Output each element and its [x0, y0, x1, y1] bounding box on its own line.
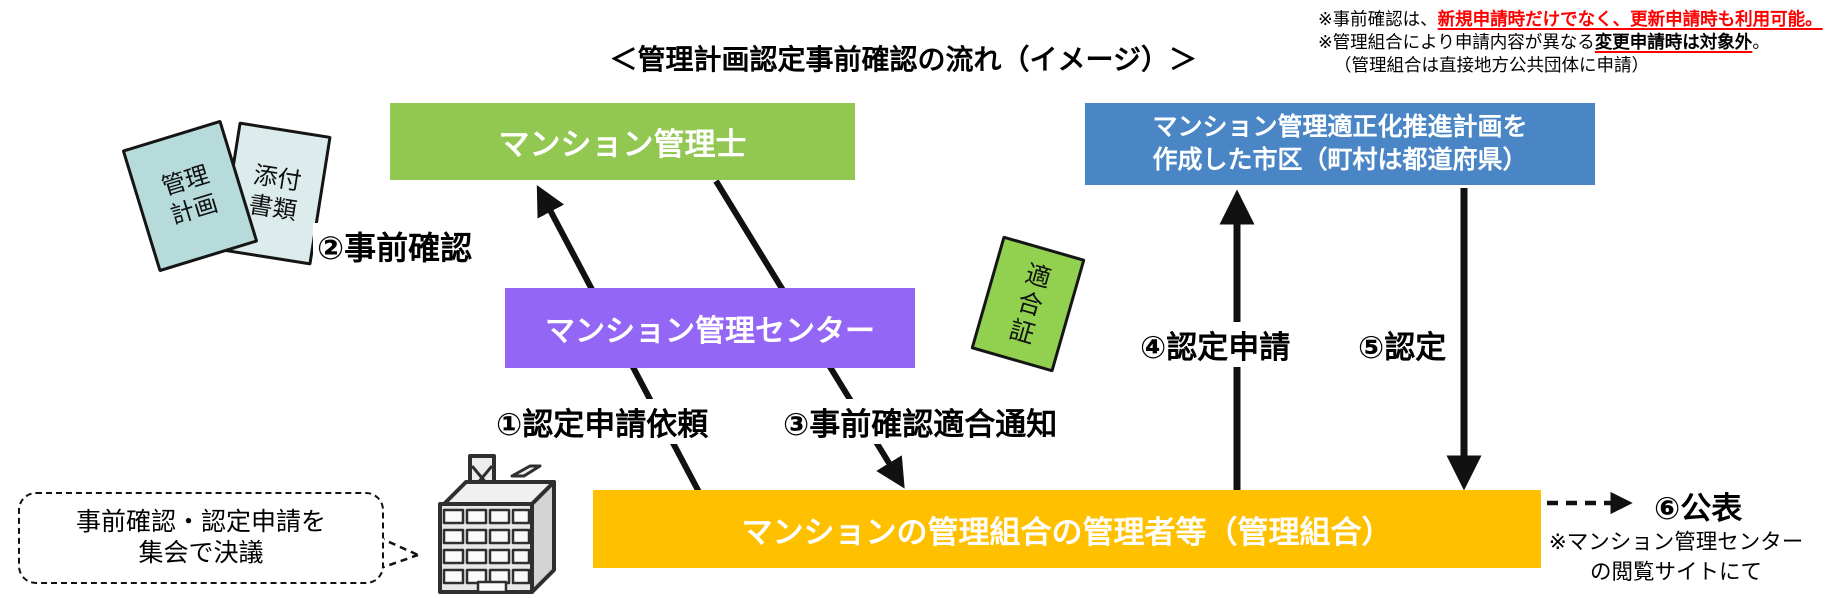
- attachment-doc-line2: 書類: [246, 190, 299, 225]
- publication-footnote: ※マンション管理センター の閲覧サイトにて: [1520, 527, 1831, 587]
- step6-label: ⑥公表: [1650, 483, 1747, 528]
- publication-footnote-line2: の閲覧サイトにて: [1589, 560, 1762, 584]
- box-city-government: マンション管理適正化推進計画を 作成した市区（町村は都道府県）: [1085, 103, 1595, 185]
- box-management-center-label: マンション管理センター: [545, 315, 875, 348]
- step2-label: ②事前確認: [313, 223, 477, 269]
- page-title: ＜管理計画認定事前確認の流れ（イメージ）＞: [609, 44, 1197, 75]
- note-line1-prefix: ※事前確認は、: [1318, 9, 1438, 29]
- note-line2-suffix: 。: [1752, 32, 1770, 52]
- box-mansion-manager-label: マンション管理士: [498, 127, 747, 162]
- building-icon: [438, 454, 556, 594]
- note-line1-highlight: 新規申請時だけでなく、更新申請時も利用可能。: [1437, 9, 1823, 29]
- step1-label: ①認定申請依頼: [492, 399, 713, 444]
- box-city-label-line2: 作成した市区（町村は都道府県）: [1152, 146, 1528, 174]
- step4-label: ④認定申請: [1136, 322, 1295, 367]
- step3-label: ③事前確認適合通知: [779, 399, 1062, 444]
- box-management-center: マンション管理センター: [505, 288, 915, 368]
- box-mansion-manager: マンション管理士: [390, 103, 855, 180]
- note-line2-prefix: ※管理組合により申請内容が異なる: [1318, 32, 1595, 52]
- top-notes: ※事前確認は、新規申請時だけでなく、更新申請時も利用可能。 ※管理組合により申請…: [1318, 8, 1823, 77]
- note-line2-emphasis: 変更申請時は対象外: [1594, 32, 1753, 52]
- step5-label: ⑤認定: [1354, 322, 1451, 367]
- box-management-association: マンションの管理組合の管理者等（管理組合）: [593, 490, 1541, 568]
- publication-footnote-line1: ※マンション管理センター: [1548, 530, 1804, 554]
- box-management-association-label: マンションの管理組合の管理者等（管理組合）: [741, 514, 1393, 550]
- box-city-label-line1: マンション管理適正化推進計画を: [1152, 113, 1528, 141]
- bubble-tail: [377, 535, 419, 571]
- note-line-2: ※管理組合により申請内容が異なる変更申請時は対象外。: [1318, 31, 1823, 54]
- bubble-line2: 集会で決議: [138, 539, 264, 567]
- resolution-speech-bubble: 事前確認・認定申請を 集会で決議: [18, 492, 384, 584]
- bubble-line1: 事前確認・認定申請を: [75, 508, 326, 536]
- note-line-1: ※事前確認は、新規申請時だけでなく、更新申請時も利用可能。: [1318, 8, 1823, 31]
- note-line-3: （管理組合は直接地方公共団体に申請）: [1334, 55, 1649, 75]
